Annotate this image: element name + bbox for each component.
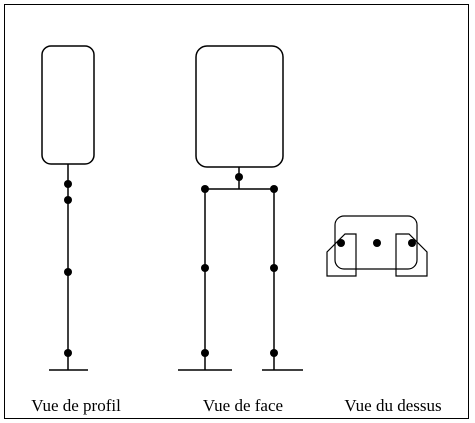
top-joint — [337, 239, 345, 247]
profile-joint — [64, 196, 72, 204]
diagram-frame — [4, 4, 469, 419]
face-joint — [270, 185, 278, 193]
face-view — [178, 45, 303, 371]
top-joint — [373, 239, 381, 247]
profile-body — [41, 45, 95, 165]
profile-view — [41, 45, 95, 371]
top-view — [326, 215, 428, 277]
profile-joint — [64, 349, 72, 357]
top-joint — [408, 239, 416, 247]
top-left-foot — [326, 233, 357, 277]
profile-joint — [64, 180, 72, 188]
face-joint — [201, 349, 209, 357]
profile-joint — [64, 268, 72, 276]
top-right-foot — [395, 233, 428, 277]
face-joint — [270, 264, 278, 272]
caption-face-view: Vue de face — [202, 396, 284, 415]
face-joint — [201, 264, 209, 272]
caption-profile-view: Vue de profil — [31, 396, 121, 415]
face-joint — [235, 173, 243, 181]
face-joint — [201, 185, 209, 193]
face-joint — [270, 349, 278, 357]
caption-top-view: Vue du dessus — [344, 396, 442, 415]
face-body — [195, 45, 284, 168]
